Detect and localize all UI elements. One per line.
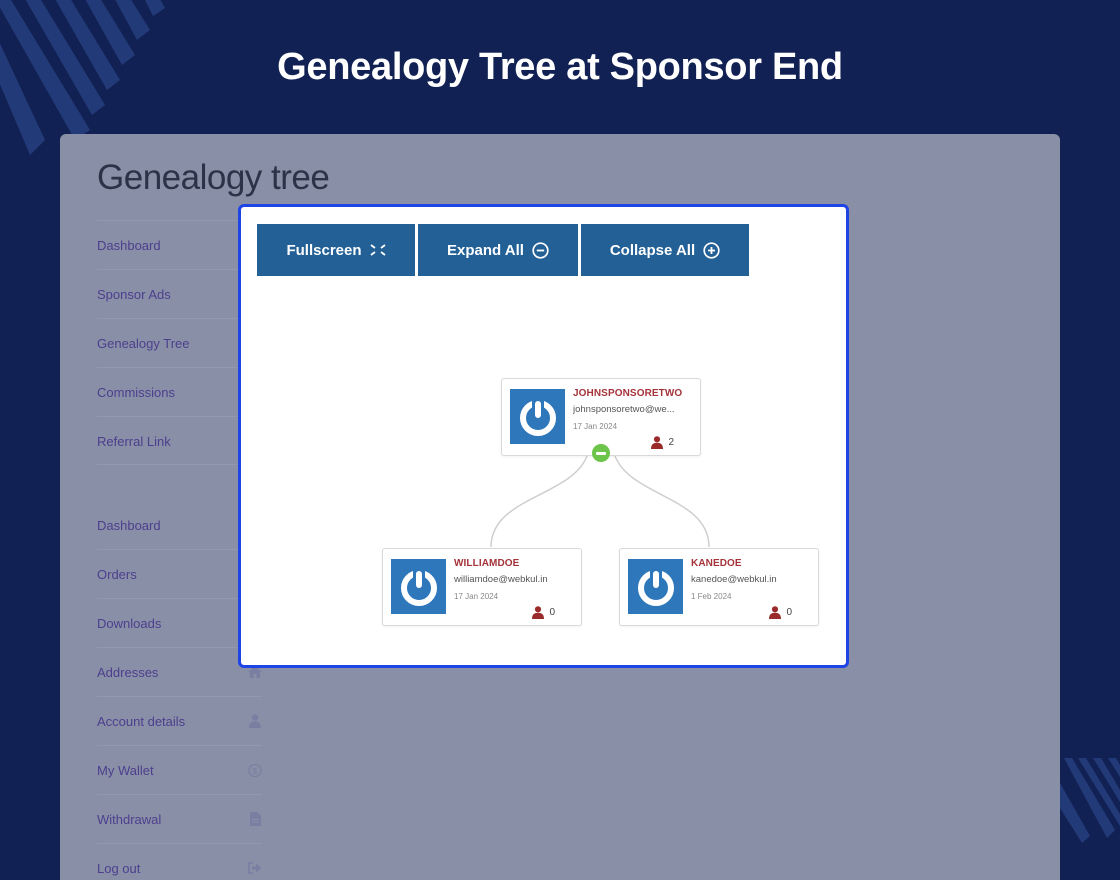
node-downline-count: 0 [532, 606, 555, 619]
sidebar-item-addresses[interactable]: Addresses [97, 647, 262, 696]
tree-node-child[interactable]: KANEDOE kanedoe@webkul.in 1 Feb 2024 0 [619, 548, 819, 626]
sidebar-item-orders[interactable]: Orders [97, 549, 262, 598]
decorative-stripes-top-left [0, 0, 165, 155]
user-icon [769, 606, 782, 619]
sidebar-item-downloads[interactable]: Downloads [97, 598, 262, 647]
power-avatar-icon [400, 568, 437, 606]
home-icon [248, 665, 262, 679]
tree-node-child[interactable]: WILLIAMDOE williamdoe@webkul.in 17 Jan 2… [382, 548, 582, 626]
collapse-node-toggle[interactable] [592, 444, 610, 462]
user-icon [651, 436, 664, 449]
tree-node-root[interactable]: JOHNSPONSORETWO johnsponsoretwo@we... 17… [501, 378, 701, 456]
sidebar-item-my-wallet[interactable]: My Wallet $ [97, 745, 262, 794]
user-icon [248, 714, 262, 728]
sidebar-item-dashboard[interactable]: Dashboard [97, 220, 262, 269]
svg-text:$: $ [253, 765, 258, 775]
avatar [391, 559, 446, 614]
account-nav: Dashboard Orders Downloads Addresses Acc… [97, 500, 262, 880]
node-name: WILLIAMDOE [454, 558, 520, 569]
power-avatar-icon [519, 398, 556, 436]
sidebar-item-log-out[interactable]: Log out [97, 843, 262, 880]
node-downline-count: 2 [651, 436, 674, 449]
avatar [628, 559, 683, 614]
dollar-circle-icon: $ [248, 763, 262, 777]
node-date: 17 Jan 2024 [454, 592, 499, 601]
node-date: 17 Jan 2024 [573, 422, 618, 431]
node-email: kanedoe@webkul.in [691, 574, 777, 585]
tree-connectors [490, 455, 710, 548]
file-icon [248, 812, 262, 826]
sidebar-item-referral-link[interactable]: Referral Link [97, 416, 262, 465]
plus-circle-icon [703, 241, 720, 259]
sign-out-icon [248, 861, 262, 875]
sidebar-item-sponsor-ads[interactable]: Sponsor Ads [97, 269, 262, 318]
page-title: Genealogy tree [97, 158, 330, 197]
banner-title: Genealogy Tree at Sponsor End [277, 46, 843, 88]
node-name: JOHNSPONSORETWO [573, 388, 683, 399]
sidebar-item-withdrawal[interactable]: Withdrawal [97, 794, 262, 843]
power-avatar-icon [637, 568, 674, 606]
node-name: KANEDOE [691, 558, 742, 569]
expand-all-button[interactable]: Expand All [418, 224, 578, 276]
fullscreen-icon [369, 244, 386, 256]
collapse-all-button[interactable]: Collapse All [581, 224, 749, 276]
decorative-stripes-bottom-right [1060, 758, 1120, 843]
user-icon [532, 606, 545, 619]
minus-circle-icon [532, 241, 549, 259]
node-downline-count: 0 [769, 606, 792, 619]
fullscreen-button[interactable]: Fullscreen [257, 224, 415, 276]
avatar [510, 389, 565, 444]
node-email: williamdoe@webkul.in [454, 574, 548, 585]
sidebar-item-commissions[interactable]: Commissions [97, 367, 262, 416]
node-email: johnsponsoretwo@we... [573, 404, 675, 415]
sponsor-nav: Dashboard Sponsor Ads Genealogy Tree Com… [97, 220, 262, 465]
sidebar-item-account-dashboard[interactable]: Dashboard [97, 517, 161, 533]
sidebar-item-account-details[interactable]: Account details [97, 696, 262, 745]
node-date: 1 Feb 2024 [691, 592, 732, 601]
tree-toolbar: Fullscreen Expand All Collapse All [257, 224, 749, 276]
genealogy-tree-modal: Fullscreen Expand All Collapse All [238, 204, 849, 668]
sidebar-item-genealogy-tree[interactable]: Genealogy Tree [97, 318, 262, 367]
